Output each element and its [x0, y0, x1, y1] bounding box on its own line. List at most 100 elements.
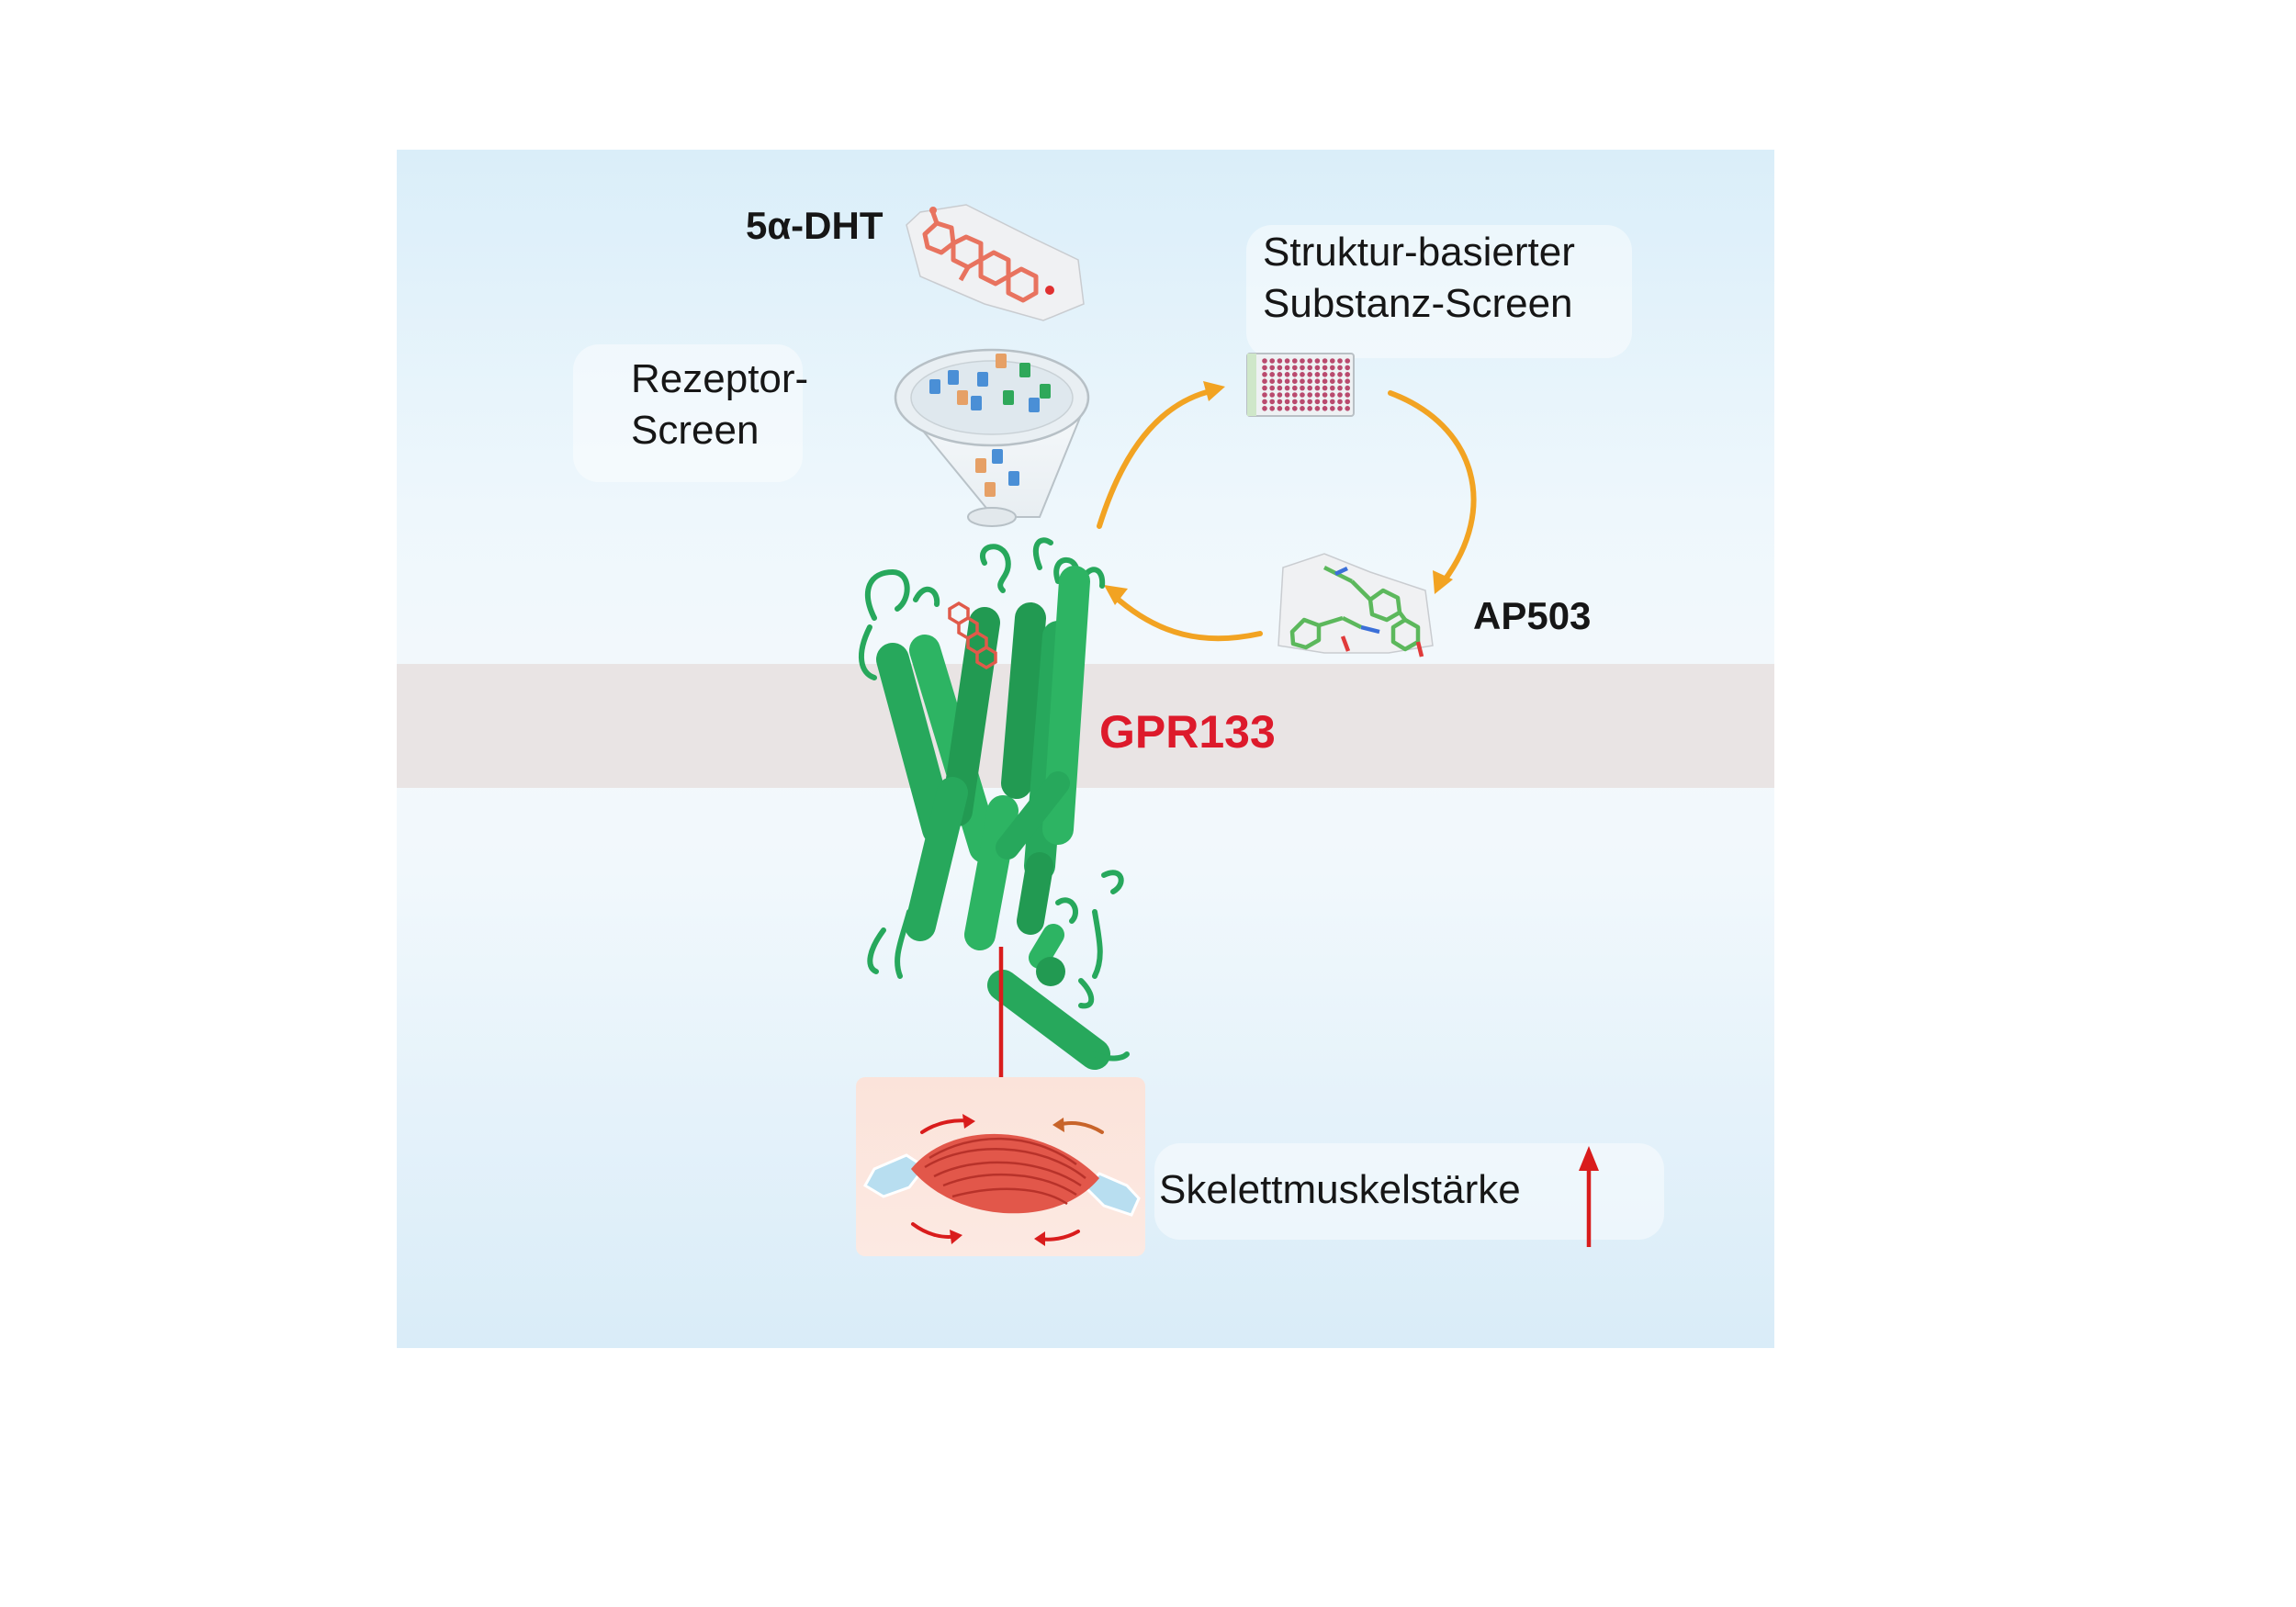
plate-well [1284, 392, 1290, 398]
plate-well [1262, 385, 1267, 391]
plate-well [1337, 365, 1343, 371]
plate-well [1337, 385, 1343, 391]
plate-well [1330, 372, 1335, 377]
plate-well [1277, 378, 1283, 384]
plate-well [1322, 399, 1328, 405]
plate-well [1300, 372, 1305, 377]
plate-well [1330, 378, 1335, 384]
plate-well [1345, 392, 1350, 398]
plate-well [1314, 406, 1321, 411]
plate-well [1292, 399, 1298, 405]
outcome-label-bg [1154, 1143, 1664, 1240]
structure-screen-label-bg [1246, 225, 1632, 358]
plate-well [1337, 392, 1343, 398]
diagram-panel: 5α-DHT Rezeptor- Screen Struktur-basiert… [397, 150, 1774, 1348]
plate-well [1277, 406, 1283, 411]
outcome-label: Skelettmuskelstärke [1159, 1167, 1521, 1212]
cycle-arrow-right [1388, 390, 1477, 584]
receptor-screen-label-line2: Screen [631, 408, 760, 453]
plate-well [1337, 378, 1343, 384]
plate-well [1269, 406, 1275, 411]
structure-screen-label: Struktur-basierter Substanz-Screen [1263, 227, 1575, 330]
plate-well [1330, 399, 1335, 405]
plate-well [1292, 365, 1298, 371]
receptor-screen-label: Rezeptor- Screen [631, 354, 808, 456]
plate-well [1292, 358, 1298, 364]
plate-well [1314, 365, 1321, 371]
plate-well [1277, 365, 1283, 371]
plate-well [1269, 378, 1275, 384]
receptor-library-funnel-icon [894, 348, 1090, 527]
plate-well [1345, 378, 1350, 384]
plate-well [1314, 385, 1321, 391]
plate-well [1284, 365, 1290, 371]
plate-well [1262, 399, 1267, 405]
plate-well [1307, 365, 1312, 371]
plate-well [1277, 358, 1283, 364]
plate-well [1269, 358, 1275, 364]
plate-well [1322, 365, 1328, 371]
plate-well [1284, 399, 1290, 405]
optimization-cycle-arrows [1097, 388, 1477, 642]
muscle-fiber-icon [856, 1077, 1145, 1256]
plate-well [1330, 385, 1335, 391]
plate-well [1322, 385, 1328, 391]
plate-well [1262, 372, 1267, 377]
plate-well [1277, 372, 1283, 377]
plate-well [1300, 378, 1305, 384]
plate-well [1314, 358, 1321, 364]
plate-well [1330, 406, 1335, 411]
plate-well [1345, 358, 1350, 364]
structure-screen-label-line1: Struktur-basierter [1263, 230, 1575, 275]
plate-well [1269, 392, 1275, 398]
plate-well [1307, 385, 1312, 391]
plate-well [1322, 392, 1328, 398]
plate-well [1292, 372, 1298, 377]
plate-well [1314, 392, 1321, 398]
plate-well [1300, 365, 1305, 371]
plate-well [1284, 358, 1290, 364]
plate-well [1307, 392, 1312, 398]
diagram-graphics [856, 204, 1599, 1256]
compound-label: AP503 [1473, 594, 1592, 637]
plate-well [1330, 392, 1335, 398]
plate-well [1300, 406, 1305, 411]
plate-well [1292, 378, 1298, 384]
plate-well [1307, 378, 1312, 384]
plate-well [1330, 358, 1335, 364]
plate-well [1307, 399, 1312, 405]
plate-well [1322, 358, 1328, 364]
plate-well [1262, 358, 1267, 364]
plate-well [1300, 358, 1305, 364]
plate-well [1345, 372, 1350, 377]
plate-well [1300, 385, 1305, 391]
ligand-label: 5α-DHT [746, 204, 884, 247]
plate-well [1284, 378, 1290, 384]
up-arrow-icon [1579, 1146, 1599, 1247]
plate-well [1345, 365, 1350, 371]
receptor-label: GPR133 [1099, 706, 1276, 758]
plate-well [1307, 358, 1312, 364]
plate-well [1345, 399, 1350, 405]
plate-well [1284, 406, 1290, 411]
plate-well [1337, 358, 1343, 364]
plate-well [1269, 399, 1275, 405]
plate-well [1284, 385, 1290, 391]
well-plate-icon [1246, 353, 1355, 417]
cycle-arrow-up [1097, 388, 1217, 529]
plate-well [1277, 385, 1283, 391]
plate-well [1330, 365, 1335, 371]
plate-well [1337, 399, 1343, 405]
receptor-screen-label-line1: Rezeptor- [631, 356, 809, 401]
plate-well [1262, 365, 1267, 371]
cycle-arrow-left [1110, 592, 1263, 642]
plate-well [1262, 406, 1267, 411]
plate-well [1314, 372, 1321, 377]
plate-well [1269, 365, 1275, 371]
receptor-screen-label-bg [573, 344, 803, 482]
plate-well [1322, 406, 1328, 411]
plate-well [1307, 372, 1312, 377]
cycle-arrowheads [1104, 381, 1453, 605]
plate-well [1262, 378, 1267, 384]
plate-well [1322, 372, 1328, 377]
